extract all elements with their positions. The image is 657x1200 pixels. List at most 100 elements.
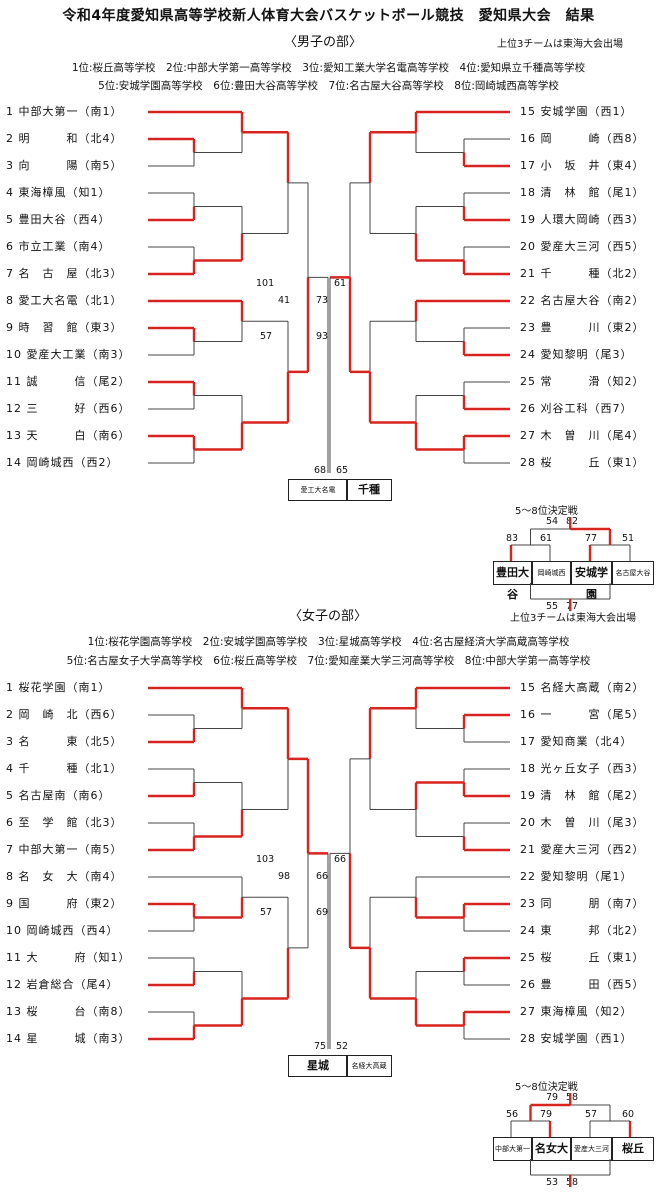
team-label: 28 桜 丘（東1） <box>520 456 645 469</box>
team-label: 2 岡 崎 北（西6） <box>6 708 123 721</box>
placement-team: 名女大 <box>532 1137 571 1161</box>
placement-score: 55 <box>546 601 559 612</box>
semi-score: 57 <box>260 331 273 342</box>
final-team-left: 星城 <box>288 1055 348 1077</box>
team-label: 22 愛知黎明（尾1） <box>520 870 633 883</box>
placement-score: 58 <box>566 1177 579 1188</box>
team-label: 25 常 滑（知2） <box>520 375 645 388</box>
placement-score: 77 <box>585 533 598 544</box>
team-label: 7 名 古 屋（北3） <box>6 267 123 280</box>
placement-team: 名古屋大谷 <box>612 561 654 585</box>
team-label: 24 東 邦（北2） <box>520 924 645 937</box>
team-label: 16 岡 崎（西8） <box>520 132 645 145</box>
team-label: 12 岩倉総合（尾4） <box>6 978 119 991</box>
placement-score: 61 <box>540 533 553 544</box>
team-label: 11 誠 信（尾2） <box>6 375 131 388</box>
men-heading: 〈男子の部〉 <box>284 35 363 50</box>
team-label: 18 光ヶ丘女子（西3） <box>520 762 645 775</box>
final-score: 65 <box>336 465 349 476</box>
team-label: 15 安城学園（西1） <box>520 105 633 118</box>
team-label: 22 名古屋大谷（南2） <box>520 294 645 307</box>
team-label: 8 愛工大名電（北1） <box>6 294 123 307</box>
team-label: 11 大 府（知1） <box>6 951 131 964</box>
team-label: 23 豊 川（東2） <box>520 321 645 334</box>
team-label: 6 至 学 館（北3） <box>6 816 123 829</box>
team-label: 1 桜花学園（南1） <box>6 681 111 694</box>
final-score: 52 <box>336 1041 349 1052</box>
placement-score: 53 <box>546 1177 559 1188</box>
team-label: 6 市立工業（南4） <box>6 240 111 253</box>
men-rank-line1: 1位:桜丘高等学校 2位:中部大学第一高等学校 3位:愛知工業大学名電高等学校 … <box>71 62 586 74</box>
placement-score: 60 <box>622 1109 635 1120</box>
team-label: 21 愛産大三河（西2） <box>520 843 645 856</box>
team-label: 18 清 林 館（尾1） <box>520 186 645 199</box>
team-label: 12 三 好（西6） <box>6 402 131 415</box>
page-title: 令和4年度愛知県高等学校新人体育大会バスケットボール競技 愛知県大会 結果 <box>62 8 595 24</box>
placement-team: 安城学園 <box>571 561 612 601</box>
placement-team: 桜丘 <box>612 1137 654 1161</box>
team-label: 16 一 宮（尾5） <box>520 708 645 721</box>
placement-team: 豊田大谷 <box>493 561 532 601</box>
semi-score: 103 <box>256 854 275 865</box>
team-label: 5 豊田大谷（西4） <box>6 213 111 226</box>
team-label: 15 名経大高蔵（南2） <box>520 681 645 694</box>
semi-score: 41 <box>278 295 291 306</box>
team-label: 4 千 種（北1） <box>6 762 123 775</box>
final-score: 75 <box>314 1041 327 1052</box>
semi-score: 66 <box>334 854 347 865</box>
placement-score: 51 <box>622 533 635 544</box>
team-label: 28 安城学園（西1） <box>520 1032 633 1045</box>
team-label: 8 名 女 大（南4） <box>6 870 123 883</box>
placement-score: 58 <box>566 1092 579 1103</box>
team-label: 21 千 種（北2） <box>520 267 645 280</box>
team-label: 13 天 白（南6） <box>6 429 131 442</box>
semi-score: 69 <box>316 907 329 918</box>
women-note: 上位3チームは東海大会出場 <box>510 613 637 624</box>
team-label: 9 時 習 館（東3） <box>6 321 123 334</box>
final-score: 68 <box>314 465 327 476</box>
final-team-left: 愛工大名電 <box>288 479 348 501</box>
semi-score: 93 <box>316 331 329 342</box>
team-label: 2 明 和（北4） <box>6 132 123 145</box>
placement-score: 79 <box>540 1109 553 1120</box>
team-label: 20 木 曽 川（尾3） <box>520 816 645 829</box>
team-label: 17 小 坂 井（東4） <box>520 159 645 172</box>
final-team-right: 千種 <box>346 479 392 501</box>
team-label: 23 同 朋（南7） <box>520 897 645 910</box>
women-rank-line1: 1位:桜花学園高等学校 2位:安城学園高等学校 3位:星城高等学校 4位:名古屋… <box>87 636 570 648</box>
women-rank-line2: 5位:名古屋女子大学高等学校 6位:桜丘高等学校 7位:愛知産業大学三河高等学校… <box>66 655 591 667</box>
placement-team: 中部大第一 <box>493 1137 532 1161</box>
placement-score: 82 <box>566 516 579 527</box>
team-label: 25 桜 丘（東1） <box>520 951 645 964</box>
placement-score: 54 <box>546 516 559 527</box>
team-label: 3 名 東（北5） <box>6 735 123 748</box>
team-label: 27 木 曽 川（尾4） <box>520 429 645 442</box>
placement-title: 5～8位決定戦 <box>515 506 578 517</box>
team-label: 14 星 城（南3） <box>6 1032 131 1045</box>
placement-score: 83 <box>506 533 519 544</box>
placement-team: 愛産大三河 <box>571 1137 612 1161</box>
placement-team: 岡崎城西 <box>532 561 571 585</box>
team-label: 17 愛知商業（北4） <box>520 735 633 748</box>
team-label: 20 愛産大三河（西5） <box>520 240 645 253</box>
team-label: 27 東海樟風（知2） <box>520 1005 633 1018</box>
semi-score: 66 <box>316 871 329 882</box>
women-heading: 〈女子の部〉 <box>289 609 368 624</box>
semi-score: 61 <box>334 278 347 289</box>
team-label: 7 中部大第一（南5） <box>6 843 123 856</box>
team-label: 9 国 府（東2） <box>6 897 123 910</box>
placement-score: 77 <box>566 601 579 612</box>
team-label: 4 東海樟風（知1） <box>6 186 111 199</box>
team-label: 10 愛産大工業（南3） <box>6 348 131 361</box>
men-rank-line2: 5位:安城学園高等学校 6位:豊田大谷高等学校 7位:名古屋大谷高等学校 8位:… <box>98 80 559 92</box>
team-label: 19 清 林 館（尾2） <box>520 789 645 802</box>
team-label: 10 岡崎城西（西4） <box>6 924 119 937</box>
team-label: 1 中部大第一（南1） <box>6 105 123 118</box>
placement-score: 79 <box>546 1092 559 1103</box>
team-label: 26 刈谷工科（西7） <box>520 402 633 415</box>
men-note: 上位3チームは東海大会出場 <box>497 39 624 50</box>
semi-score: 73 <box>316 295 329 306</box>
final-team-right: 名経大高蔵 <box>346 1055 392 1077</box>
semi-score: 101 <box>256 278 275 289</box>
